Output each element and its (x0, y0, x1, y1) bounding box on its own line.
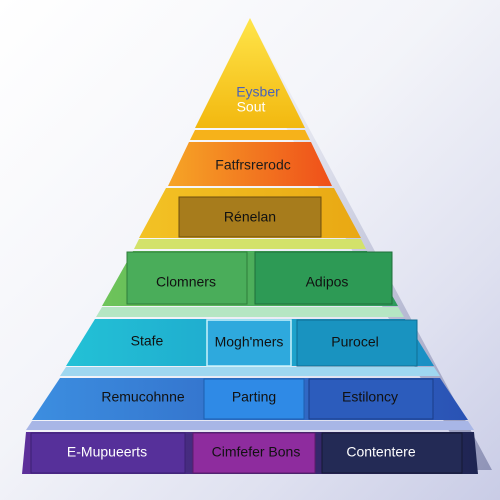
tier-6-right-block (308, 378, 434, 420)
tier-5-right-block (296, 319, 418, 367)
tier-3-separator (134, 239, 366, 249)
apex-band (190, 130, 310, 140)
pyramid-shadow (250, 18, 492, 470)
tier-7-left-label: E-Mupueerts (67, 444, 147, 460)
apex-label-2: Sout (237, 99, 266, 115)
tier-4-right-block (254, 251, 393, 305)
tier-2-label: Fatfrsrerodc (215, 157, 290, 173)
tier-7-right-block (321, 432, 463, 474)
tier-4-left-label: Clomners (156, 274, 216, 290)
tier-3-block (178, 196, 322, 238)
tier-4-right-label: Adipos (306, 274, 349, 290)
tier-7-right-label: Contentere (346, 444, 415, 460)
tier-5-separator (60, 367, 440, 376)
tier-5-center-label: Mogh'mers (215, 334, 284, 350)
apex-tier (195, 18, 305, 128)
tier-4-separator (96, 307, 404, 317)
tier-5-left-label: Stafe (131, 333, 164, 349)
tier-7-center-block (192, 432, 316, 474)
tier-6-center-label: Parting (232, 389, 276, 405)
tier-7-left-block (30, 432, 186, 474)
tier-2-block (168, 142, 332, 186)
tier-6-left-label: Remucohnne (101, 389, 184, 405)
tier-5-center-block (206, 319, 292, 367)
apex-label-1: Eysber (236, 84, 280, 100)
tier-6-separator (26, 421, 474, 430)
tier-3-label: Rénelan (224, 209, 276, 225)
tier-7-center-label: Cimfefer Bons (212, 444, 301, 460)
tier-4-left-block (126, 251, 248, 305)
tier-6-right-label: Estiloncy (342, 389, 398, 405)
tier-6-center-block (203, 378, 305, 420)
tier-5-right-label: Purocel (331, 334, 378, 350)
